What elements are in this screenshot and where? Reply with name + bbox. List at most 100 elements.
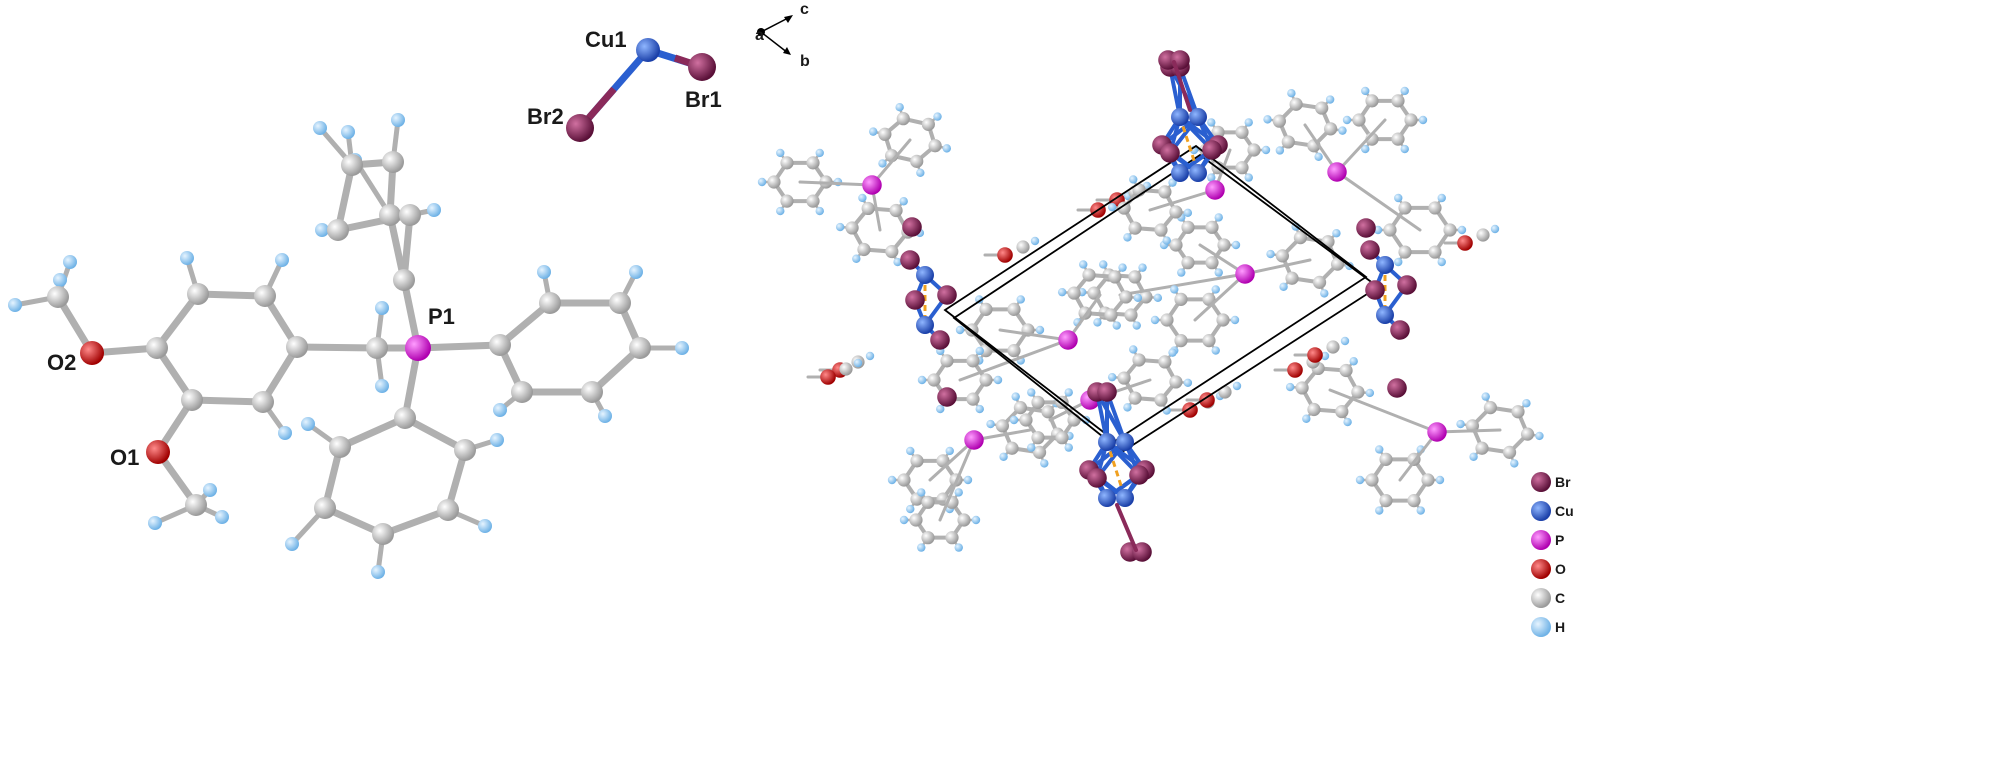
legend-label-c: C: [1555, 590, 1565, 606]
h-atom: [1481, 392, 1490, 401]
c-atom: [1404, 113, 1418, 127]
c-atom: [1108, 270, 1122, 284]
h-atom: [1244, 118, 1253, 127]
h-atom: [1469, 452, 1478, 461]
bond: [414, 341, 504, 352]
h-atom: [148, 516, 162, 530]
c-atom: [1391, 132, 1405, 146]
c-atom: [1016, 240, 1030, 254]
c-atom: [252, 391, 274, 413]
c-atom: [861, 201, 875, 216]
cu-atom: [1189, 108, 1207, 126]
legend-swatch-h: [1531, 617, 1551, 637]
h-atom: [893, 257, 902, 267]
h-atom: [315, 223, 329, 237]
c-atom: [1202, 334, 1216, 348]
c-atom: [1443, 223, 1457, 237]
c-atom: [1174, 292, 1188, 306]
h-atom: [1027, 443, 1036, 452]
c-atom: [1428, 201, 1442, 215]
c-atom: [839, 362, 853, 376]
h-atom: [1342, 115, 1352, 125]
o-atom: [146, 440, 170, 464]
c-atom: [921, 495, 935, 509]
h-atom: [1168, 178, 1177, 187]
h-atom: [853, 358, 863, 368]
h-atom: [537, 265, 551, 279]
h-atom: [1416, 506, 1425, 515]
bond: [194, 290, 269, 300]
h-atom: [954, 488, 963, 497]
h-atom: [999, 452, 1008, 461]
c-atom: [1067, 413, 1081, 427]
h-atom: [375, 379, 389, 393]
h-atom: [1266, 249, 1275, 259]
h-atom: [275, 253, 289, 267]
c-atom: [927, 373, 941, 387]
c-atom: [1421, 473, 1435, 487]
h-atom: [1118, 263, 1127, 272]
c-atom: [1398, 201, 1412, 215]
h-atom: [975, 404, 984, 414]
legend-label-br: Br: [1555, 474, 1571, 490]
o-atom: [1199, 392, 1215, 408]
h-atom: [1343, 417, 1352, 427]
h-atom: [865, 351, 875, 361]
c-atom: [896, 112, 910, 126]
h-atom: [1207, 118, 1216, 127]
atom-label-br2: Br2: [527, 104, 564, 129]
cu-atom: [1098, 433, 1116, 451]
h-atom: [963, 475, 973, 485]
h-atom: [1285, 382, 1295, 392]
c-atom: [1502, 445, 1517, 459]
c-atom: [1139, 290, 1153, 304]
atom-label-p1: P1: [428, 304, 455, 329]
h-atom: [313, 121, 327, 135]
c-atom: [1124, 308, 1138, 322]
c-atom: [1289, 97, 1303, 111]
h-atom: [945, 446, 954, 456]
h-atom: [887, 475, 897, 485]
c-atom: [1235, 125, 1249, 139]
c-atom: [1293, 231, 1308, 245]
br-atom: [1390, 320, 1410, 340]
h-atom: [629, 265, 643, 279]
h-atom: [895, 103, 904, 112]
h-atom: [1064, 388, 1073, 397]
c-atom: [1032, 445, 1047, 459]
h-atom: [1099, 260, 1108, 269]
c-atom: [979, 302, 993, 316]
c-atom: [1158, 185, 1172, 199]
c-atom: [329, 436, 351, 458]
h-atom: [427, 203, 441, 217]
h-atom: [1275, 146, 1285, 155]
cu-atom: [1376, 256, 1394, 274]
h-atom: [916, 168, 925, 177]
p-atom: [1058, 330, 1078, 350]
bond: [334, 161, 356, 234]
h-atom: [1123, 403, 1132, 412]
br-atom: [1387, 378, 1407, 398]
h-atom: [1244, 173, 1253, 182]
bond: [1118, 272, 1247, 297]
bond: [1398, 430, 1439, 482]
h-atom: [906, 446, 915, 456]
c-atom: [437, 499, 459, 521]
o-atom: [1457, 235, 1473, 251]
h-atom: [1375, 445, 1384, 454]
c-atom: [878, 127, 892, 141]
h-atom: [203, 483, 217, 497]
bond: [928, 438, 976, 482]
bond: [188, 396, 267, 406]
bond: [401, 414, 469, 454]
h-atom: [1400, 144, 1409, 154]
o-atom: [820, 369, 836, 385]
c-atom: [1217, 238, 1231, 252]
c-atom: [1128, 221, 1142, 235]
c-atom: [1154, 223, 1168, 237]
c-atom: [146, 337, 168, 359]
h-atom: [1418, 115, 1428, 125]
br-atom: [1356, 218, 1376, 238]
crystal-packing-diagram: [757, 50, 1544, 562]
o-atom: [1307, 347, 1323, 363]
